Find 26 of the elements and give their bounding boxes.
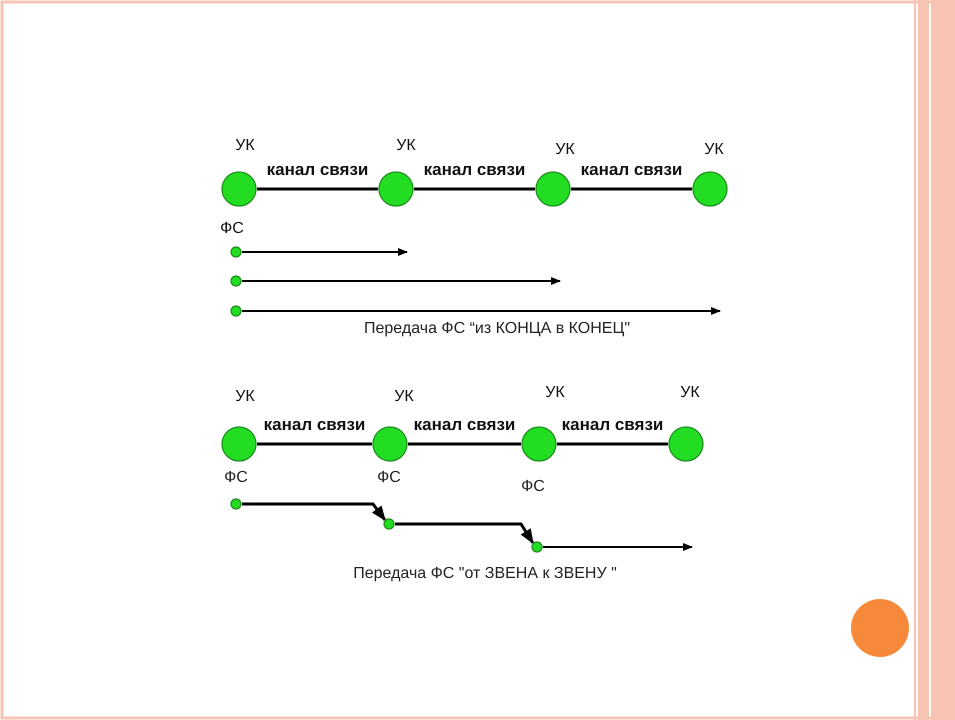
signal-label: ФС (224, 469, 248, 487)
connector-line (571, 188, 692, 190)
arrow (543, 543, 693, 551)
arrow (242, 307, 721, 315)
node-label: УК (680, 384, 700, 402)
arrow (242, 248, 408, 256)
caption-text: Передача ФС "от ЗВЕНА к ЗВЕНУ " (353, 565, 617, 583)
node-label: УК (235, 137, 255, 155)
signal-label: ФС (377, 469, 401, 487)
node-label: УК (555, 141, 575, 159)
node-label: УК (235, 388, 255, 406)
arrow (242, 502, 386, 521)
arrow (395, 522, 534, 544)
node-label: УК (704, 141, 724, 159)
node-label: УК (545, 384, 565, 402)
arrow (242, 277, 561, 285)
signal-label: ФС (521, 478, 545, 496)
signal-label: ФС (220, 220, 244, 238)
connector-line (408, 442, 521, 446)
connector-line (257, 442, 372, 446)
connector-line (257, 188, 378, 190)
connector-line (414, 188, 535, 190)
node-label: УК (394, 388, 414, 406)
connector-line (557, 442, 668, 446)
caption-text: Передача ФС “из КОНЦА в КОНЕЦ" (364, 320, 630, 338)
node-label: УК (396, 137, 416, 155)
